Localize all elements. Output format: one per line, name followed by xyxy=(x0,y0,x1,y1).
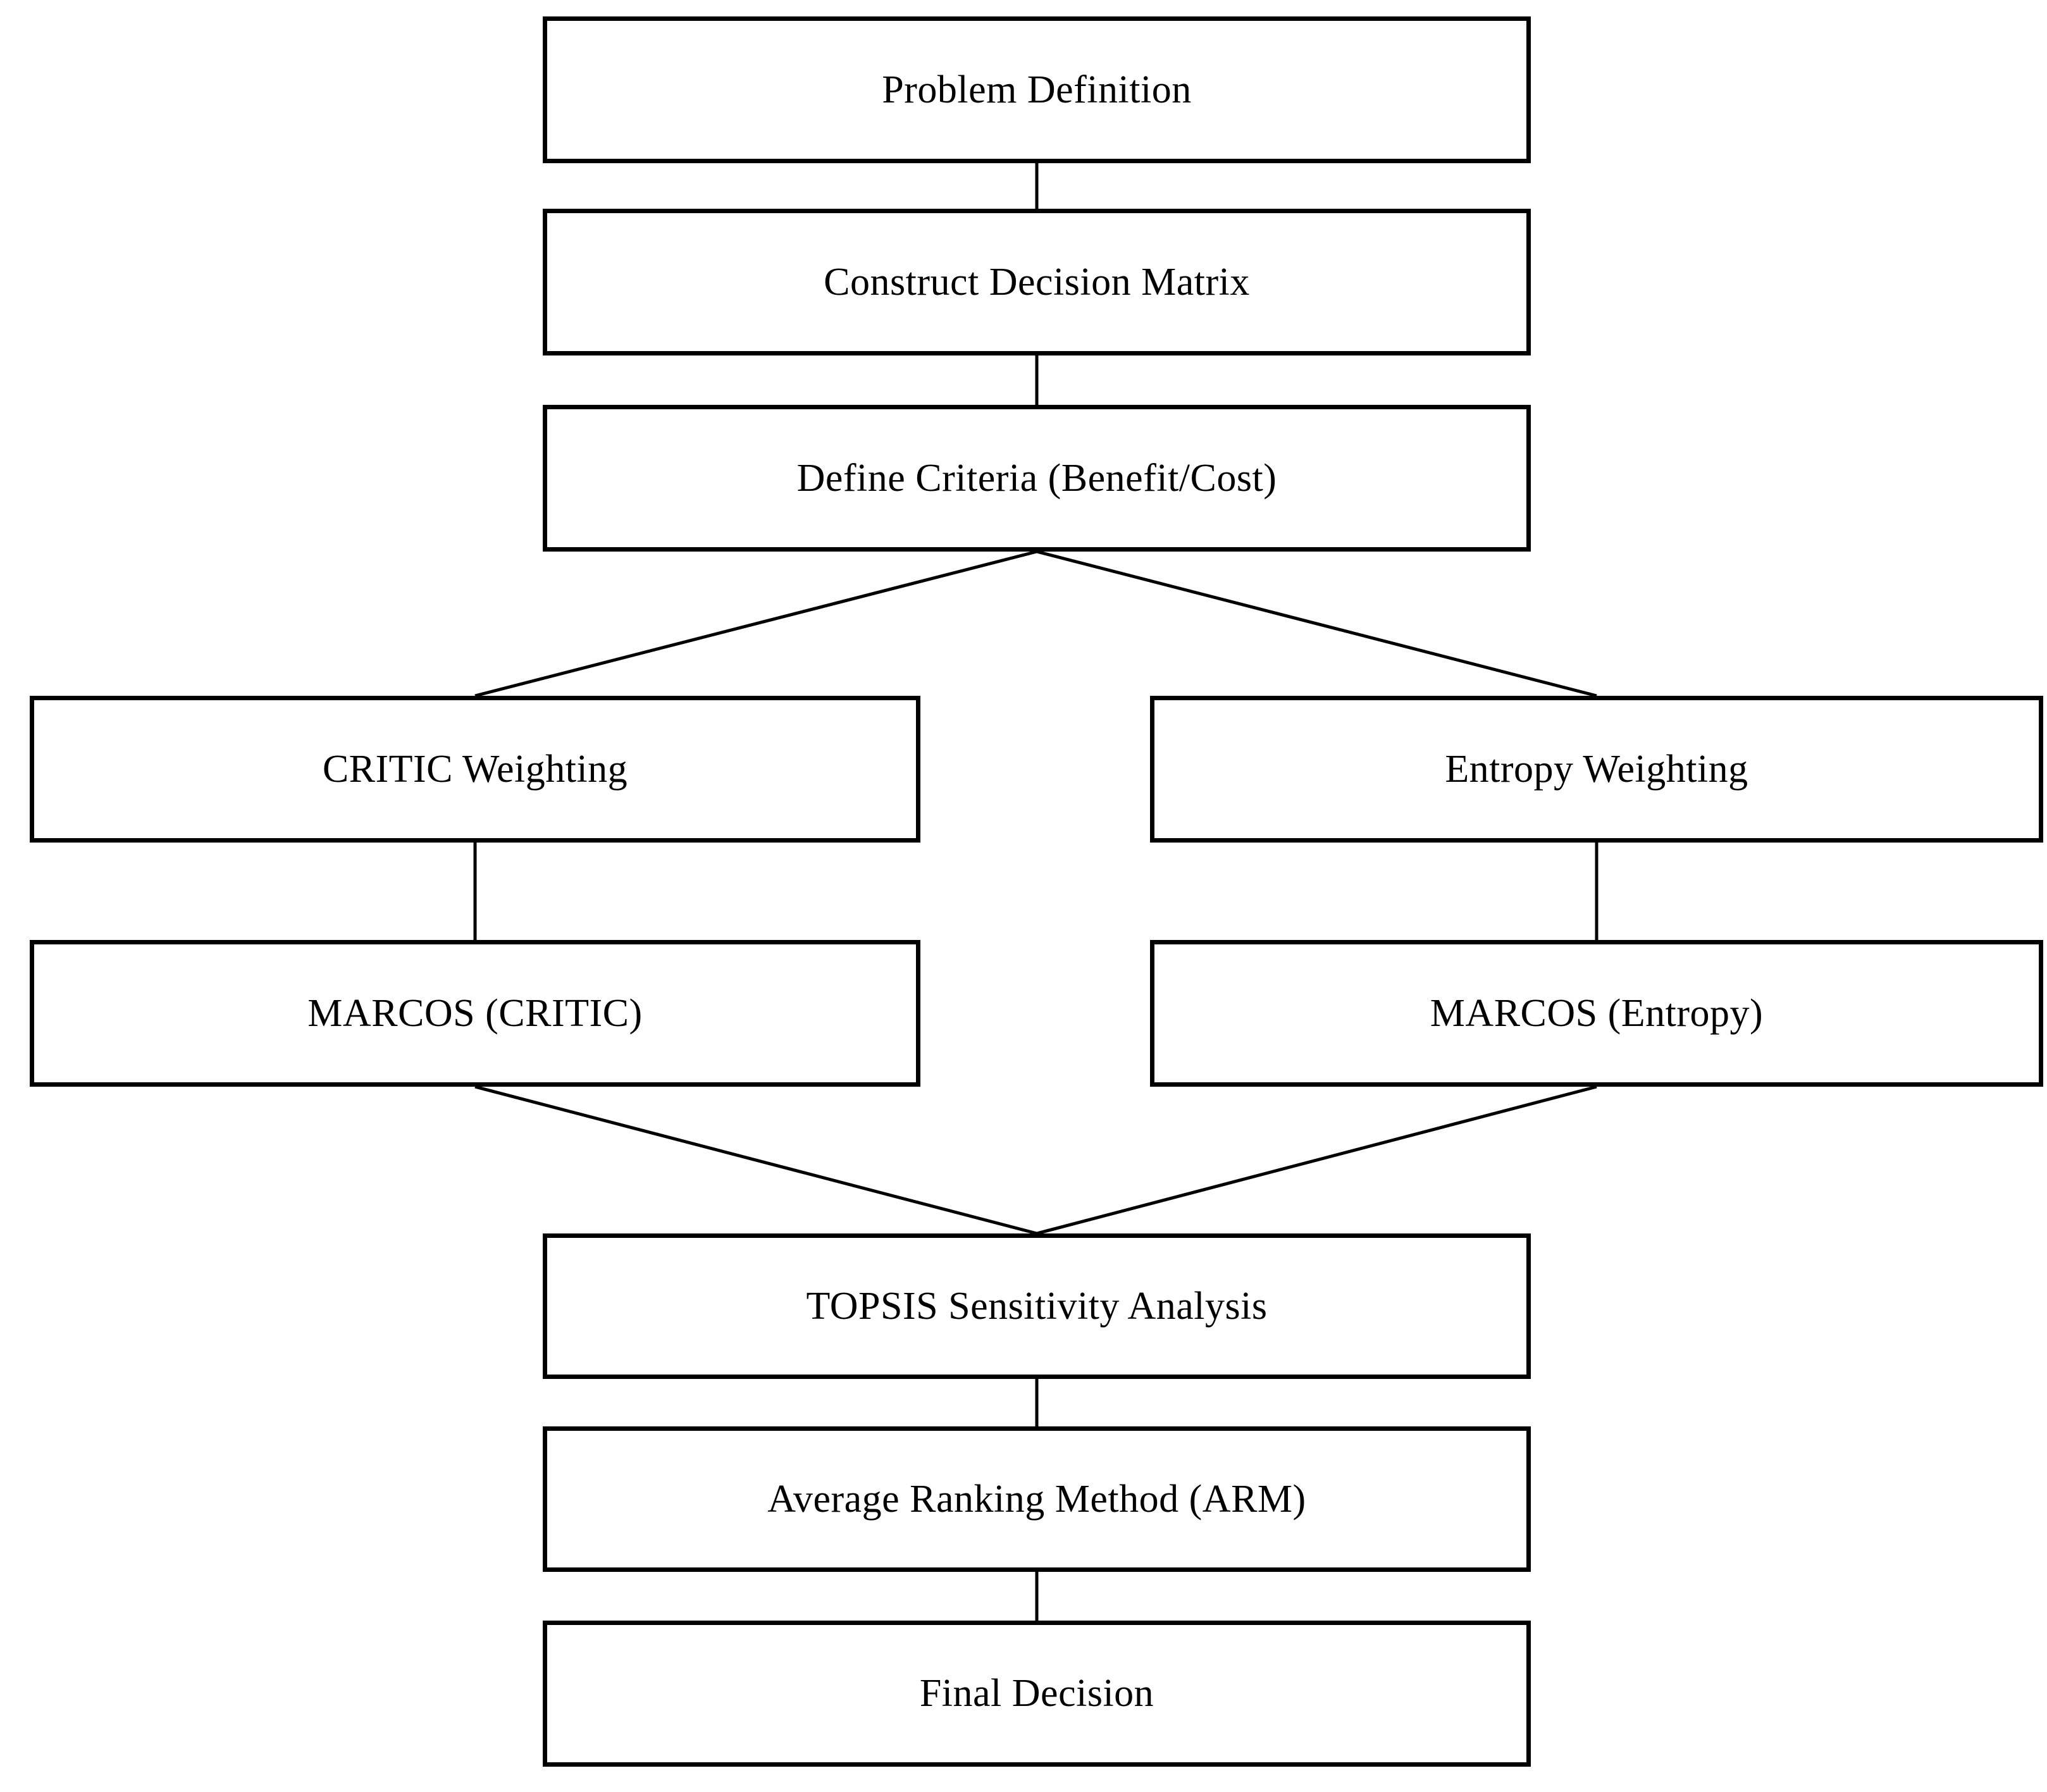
node-define-criteria: Define Criteria (Benefit/Cost) xyxy=(543,405,1531,552)
node-label: CRITIC Weighting xyxy=(322,747,628,791)
node-label: Problem Definition xyxy=(882,68,1192,111)
node-construct-decision-matrix: Construct Decision Matrix xyxy=(543,209,1531,355)
node-label: Define Criteria (Benefit/Cost) xyxy=(796,456,1277,500)
node-label: Average Ranking Method (ARM) xyxy=(767,1477,1306,1521)
node-final-decision: Final Decision xyxy=(543,1621,1531,1767)
edge-criteria-to-critic xyxy=(474,550,1037,698)
node-label: TOPSIS Sensitivity Analysis xyxy=(806,1284,1268,1328)
edge-marcos-critic-to-topsis xyxy=(474,1085,1037,1235)
node-label: MARCOS (CRITIC) xyxy=(307,991,643,1035)
node-entropy-weighting: Entropy Weighting xyxy=(1150,696,2043,843)
node-marcos-critic: MARCOS (CRITIC) xyxy=(30,940,920,1087)
node-label: Construct Decision Matrix xyxy=(824,260,1250,304)
node-label: Final Decision xyxy=(919,1672,1154,1715)
node-problem-definition: Problem Definition xyxy=(543,16,1531,163)
node-label: MARCOS (Entropy) xyxy=(1430,991,1764,1035)
node-topsis-sensitivity-analysis: TOPSIS Sensitivity Analysis xyxy=(543,1233,1531,1379)
node-critic-weighting: CRITIC Weighting xyxy=(30,696,920,843)
node-label: Entropy Weighting xyxy=(1445,747,1748,791)
edge-criteria-to-entropy xyxy=(1036,550,1597,698)
node-average-ranking-method: Average Ranking Method (ARM) xyxy=(543,1426,1531,1572)
edge-marcos-entropy-to-topsis xyxy=(1036,1085,1597,1235)
node-marcos-entropy: MARCOS (Entropy) xyxy=(1150,940,2043,1087)
